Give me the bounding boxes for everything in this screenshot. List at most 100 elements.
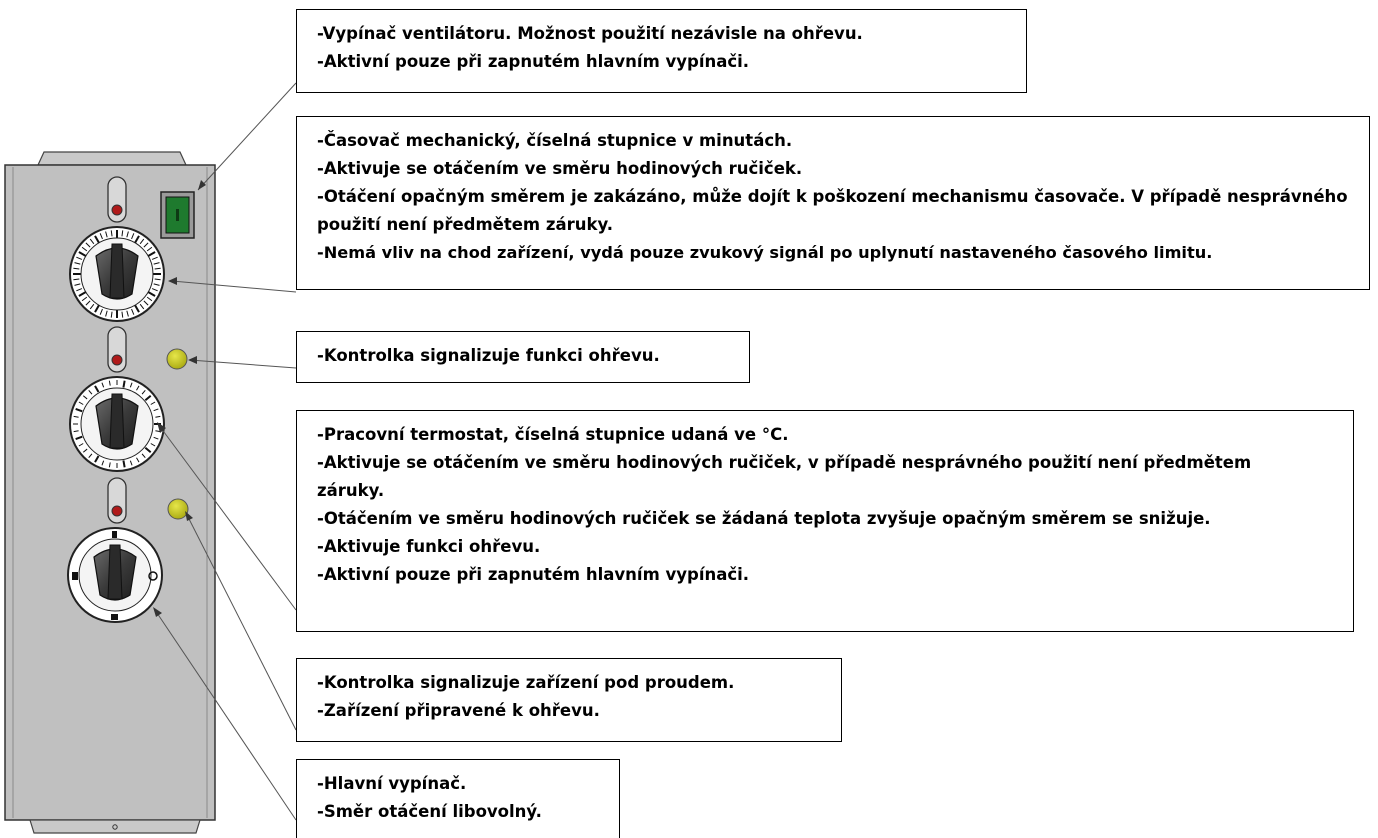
dial-tick <box>150 443 156 447</box>
dial-tick <box>131 233 135 240</box>
callout-line: -Vypínač ventilátoru. Možnost použití ne… <box>317 24 863 43</box>
dial-tick <box>89 303 95 310</box>
leader-lines <box>153 82 297 821</box>
panel-bottom-lip <box>29 819 201 834</box>
dial-tick <box>144 394 152 401</box>
callout-main-switch: -Hlavní vypínač. -Směr otáčení libovolný… <box>296 759 620 838</box>
dial-tick <box>134 235 140 244</box>
arrow-head-icon <box>153 607 162 617</box>
dial-tick <box>82 395 88 400</box>
callout-line: -Aktivní pouze při zapnutém hlavním vypí… <box>317 52 750 71</box>
on-mark-icon <box>148 571 158 581</box>
dial-tick <box>150 401 156 405</box>
dial-tick <box>74 262 81 265</box>
dial-tick <box>126 310 129 317</box>
dial-tick <box>141 389 146 395</box>
dial-tick <box>99 233 103 240</box>
dial-tick <box>94 235 100 244</box>
dial-tick <box>139 238 145 245</box>
callout-heating-light: -Kontrolka signalizuje funkci ohřevu. <box>296 331 750 383</box>
dial-tick <box>76 256 83 260</box>
callout-line: -Otáčení opačným směrem je zakázáno, můž… <box>317 187 1348 234</box>
dial-tick <box>85 300 91 306</box>
dial-tick <box>73 278 80 281</box>
arrow-head-icon <box>185 511 193 521</box>
thermostat-knob[interactable] <box>69 376 165 472</box>
indicator-slot-bottom <box>107 477 127 524</box>
dial-tick <box>76 288 83 292</box>
dial-tick <box>105 310 108 317</box>
dial-tick <box>94 385 100 393</box>
dial-tick <box>110 230 113 237</box>
leader-thermostat <box>157 423 297 611</box>
dial-tick <box>131 308 135 315</box>
dial-tick <box>136 385 140 391</box>
indicator-slot-top <box>107 176 127 223</box>
dial-tick <box>153 262 160 265</box>
dial-tick <box>129 460 133 466</box>
timer-knob[interactable] <box>69 226 165 322</box>
dial-tick <box>143 300 149 306</box>
leader-power-light <box>185 512 297 731</box>
dial-tick <box>78 401 84 405</box>
dial-tick <box>110 311 113 318</box>
dial-tick <box>94 455 100 463</box>
callout-timer: -Časovač mechanický, číselná stupnice v … <box>296 116 1370 290</box>
dial-tick <box>153 436 159 440</box>
leader-fan-switch <box>197 82 297 191</box>
dial-tick <box>89 238 95 245</box>
dial-tick <box>147 291 156 297</box>
dial-tick <box>82 448 88 453</box>
dial-tick <box>139 303 145 310</box>
screw-icon <box>112 824 118 830</box>
callout-line: -Aktivní pouze při zapnutém hlavním vypí… <box>317 565 750 584</box>
dial-tick <box>73 430 79 433</box>
callout-line: -Aktivuje se otáčením ve směru hodinovýc… <box>317 159 803 178</box>
dial-tick <box>134 304 140 313</box>
leader-main-switch <box>154 609 297 821</box>
dial-tick <box>126 231 129 238</box>
callout-line: -Směr otáčení libovolný. <box>317 802 542 821</box>
fan-switch[interactable] <box>160 191 195 239</box>
dial-tick <box>141 453 146 459</box>
dial-tick <box>154 267 161 270</box>
dial-tick <box>74 283 81 286</box>
dial-tick <box>146 246 153 252</box>
arrow-head-icon <box>188 356 197 364</box>
dial-tick <box>73 415 79 418</box>
dial-tick <box>121 230 124 237</box>
dial-tick <box>78 251 87 257</box>
callout-power-light: -Kontrolka signalizuje zařízení pod prou… <box>296 658 842 742</box>
dial-tick <box>99 308 103 315</box>
dial-tick <box>75 435 83 440</box>
off-mark-icon <box>72 572 78 580</box>
main-switch-knob[interactable] <box>67 527 163 623</box>
callout-line: -Zařízení připravené k ohřevu. <box>317 701 600 720</box>
dial-tick <box>147 251 156 257</box>
dial-tick <box>136 457 140 463</box>
callout-line: -Kontrolka signalizuje funkci ohřevu. <box>317 346 660 365</box>
callout-line: -Pracovní termostat, číselná stupnice ud… <box>317 425 789 444</box>
dial-tick <box>155 415 161 418</box>
arrow-head-icon <box>198 180 206 190</box>
dial-tick <box>153 283 160 286</box>
callout-line: -Časovač mechanický, číselná stupnice v … <box>317 131 793 150</box>
indicator-slot-middle <box>107 326 127 373</box>
dial-tick <box>154 278 161 281</box>
callout-thermostat: -Pracovní termostat, číselná stupnice ud… <box>296 410 1354 632</box>
dial-tick <box>143 242 149 248</box>
dial-tick <box>88 453 93 459</box>
callout-line: -Nemá vliv na chod zařízení, vydá pouze … <box>317 243 1213 262</box>
dial-tick <box>81 246 88 252</box>
dial-tick <box>108 380 111 386</box>
dial-tick <box>155 430 161 433</box>
dial-tick <box>122 380 126 388</box>
dial-tick <box>151 256 158 260</box>
panel-top-lip <box>37 151 187 166</box>
dial-tick <box>78 443 84 447</box>
dial-tick <box>105 231 108 238</box>
callout-line: -Otáčením ve směru hodinových ručiček se… <box>317 509 1211 528</box>
dial-tick <box>94 304 100 313</box>
callout-line: -Aktivuje funkci ohřevu. <box>317 537 541 556</box>
